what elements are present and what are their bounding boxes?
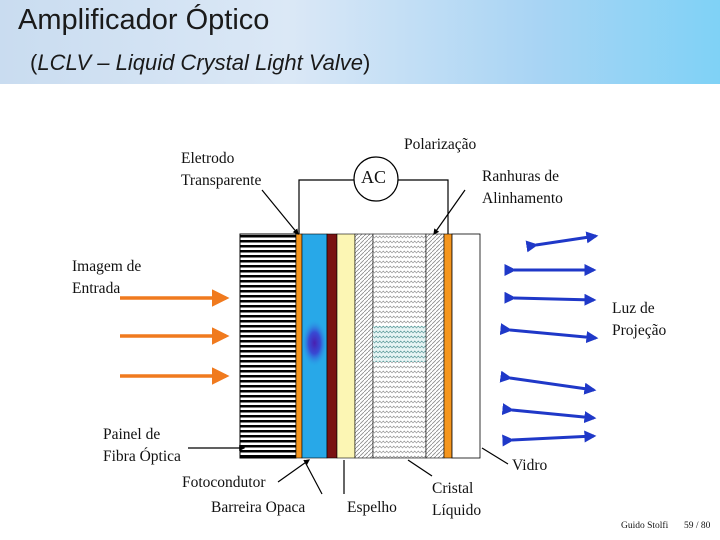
opaque-barrier-layer [326,233,338,459]
label-luz-projecao: Luz de Projeção [612,300,667,339]
label-painel-fibra-optica: Painel de Fibra Óptica [103,426,181,465]
ac-source [353,156,399,202]
alignment-layer-right [425,233,445,459]
label-eletrodo-transparente: Eletrodo Transparente [181,150,262,189]
label-barreira-opaca: Barreira Opaca [211,499,306,516]
footer-page-number: 59 / 80 [684,521,711,531]
label-cristal-liquido: Cristal Líquido [432,480,482,519]
pointer-ranhuras [433,189,466,235]
projection-light-arrow-4 [499,323,599,344]
mirror-layer [336,233,356,459]
label-polarizacao: Polarização [404,136,477,153]
wire-left [298,179,354,234]
glass-layer [451,233,481,459]
wire-right [398,179,449,234]
pointer-vidro [481,447,509,465]
pointer-cristal [407,459,433,477]
label-vidro: Vidro [512,457,548,474]
transparent-electrode-left [295,233,303,459]
projection-light-arrow-5 [499,370,597,395]
projection-light-arrow-6 [501,403,597,424]
label-espelho: Espelho [347,499,397,516]
label-fotocondutor: Fotocondutor [182,474,266,491]
label-imagem-entrada: Imagem de Entrada [72,258,142,297]
label-ac: AC [361,167,387,187]
alignment-layer-left [354,233,374,459]
slide-title: Amplificador Óptico [18,4,270,36]
projection-light-arrow-3 [504,291,597,306]
pointer-fotocondutor [277,459,310,483]
liquid-crystal-activated-region [373,326,426,362]
slide-subtitle: (LCLV – Liquid Crystal Light Valve) [30,50,370,76]
fiber-optic-panel [239,233,297,459]
subtitle-open-paren: ( [30,50,38,75]
footer-author: Guido Stolfi [621,521,669,531]
title-bar [0,0,720,84]
projection-light-arrow-7 [502,430,597,447]
projection-light-arrow-1 [525,231,599,253]
label-ranhuras-alinhamento: Ranhuras de Alinhamento [482,168,563,207]
photoconductor-activated-spot [301,319,328,367]
pointer-eletrodo [261,189,299,235]
subtitle-text: LCLV – Liquid Crystal Light Valve [37,50,364,75]
subtitle-close-paren: ) [363,50,371,75]
pointer-barreira [303,459,323,495]
transparent-electrode-right [443,233,453,459]
